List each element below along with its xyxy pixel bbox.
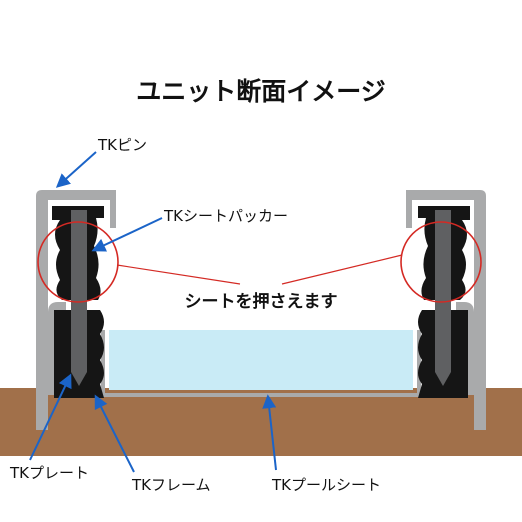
right-callout-circle — [400, 221, 482, 303]
label-tk-pin: TKピン — [97, 136, 147, 154]
left-callout-line — [116, 264, 241, 285]
right-pin — [435, 210, 451, 386]
right-frame — [406, 190, 486, 430]
ground — [0, 388, 522, 456]
left-frame-inner-lip — [48, 302, 66, 395]
left-callout-circle — [37, 221, 119, 303]
label-tk-plate: TKプレート — [9, 464, 89, 482]
left-pin — [71, 210, 87, 386]
water — [109, 330, 413, 390]
right-unit — [406, 190, 486, 430]
right-frame-inner-lip — [456, 302, 474, 395]
pool-sheet-liner — [101, 330, 421, 397]
arrow-to-plate — [29, 373, 72, 461]
arrow-to-frame — [94, 394, 135, 473]
arrow-to-sheet-packer — [91, 217, 163, 252]
label-tk-sheet-packer: TKシートパッカー — [163, 207, 288, 225]
left-frame — [36, 190, 116, 430]
label-press-note: シートを押さえます — [185, 291, 338, 312]
label-tk-pool-sheet: TKプールシート — [271, 476, 381, 494]
arrow-to-pin — [55, 151, 97, 188]
arrow-to-pool-sheet — [262, 394, 277, 471]
right-callout-line — [281, 254, 403, 285]
label-tk-frame: TKフレーム — [131, 476, 211, 494]
diagram-title: ユニット断面イメージ — [136, 77, 386, 106]
